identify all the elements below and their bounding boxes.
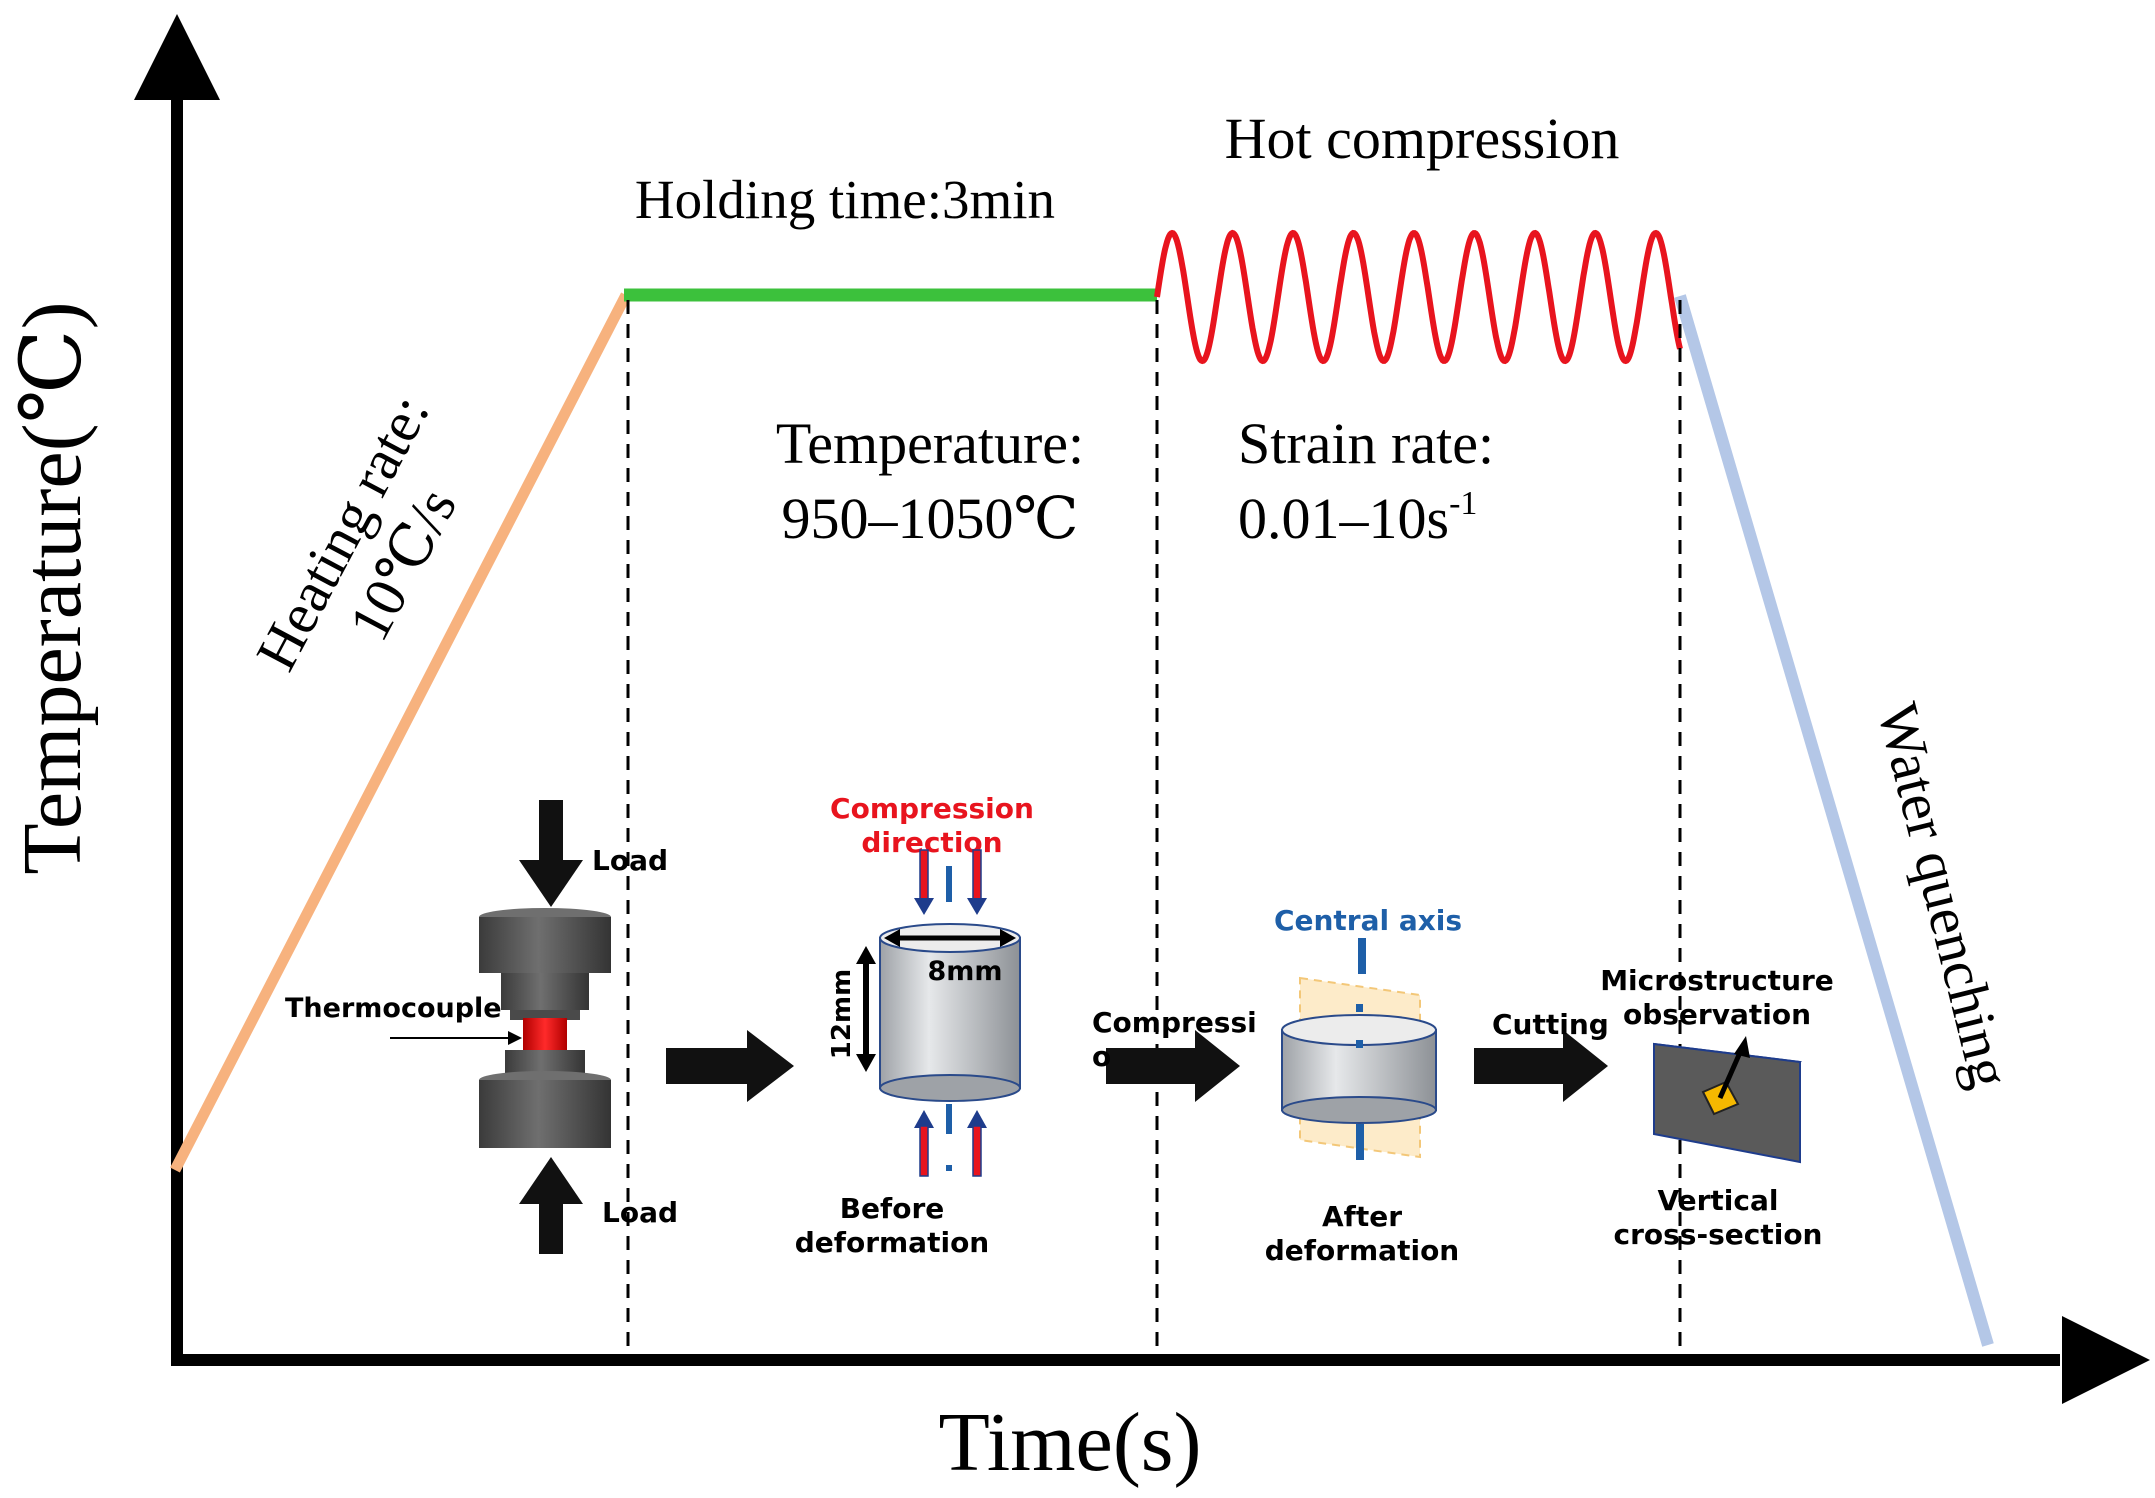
cut-section: Microstructure observation Vertical cros…: [1600, 964, 1834, 1251]
cutting-label: Cutting: [1492, 1008, 1609, 1041]
heated-specimen: [523, 1018, 567, 1054]
before-deformation-label-1: Before: [840, 1192, 945, 1225]
heating-ramp: [170, 292, 631, 1173]
height-label: 12mm: [827, 969, 857, 1059]
strain-rate-value-base: 0.01–10s: [1238, 486, 1449, 551]
vertical-section-label-2: cross-section: [1613, 1218, 1822, 1251]
x-axis-label: Time(s): [939, 1396, 1202, 1489]
bottom-load-arrow: [519, 1157, 583, 1254]
compression-arrows-top: [914, 849, 987, 915]
height-arrow: [856, 946, 876, 1072]
heating-rate-label: Heating rate: 10℃/s: [243, 384, 469, 680]
before-deformation-specimen: Compression direction 8mm 12mm: [795, 792, 1034, 1259]
flow-arrow-2: [1106, 1030, 1240, 1102]
stage-dividers: [626, 300, 1682, 1352]
y-axis-label: Temperature(℃): [6, 301, 99, 874]
central-axis-label: Central axis: [1274, 904, 1462, 937]
upper-die: [479, 908, 611, 1020]
holding-time-label: Holding time:3min: [635, 169, 1055, 230]
temperature-condition-title: Temperature:: [776, 411, 1084, 476]
hot-compression-wave: [1154, 229, 1683, 365]
compression-setup: Load Thermocouple Load: [285, 800, 678, 1254]
x-axis-arrowhead: [2062, 1316, 2150, 1404]
after-deformation-label-1: After: [1322, 1200, 1402, 1233]
y-axis-arrowhead: [134, 14, 220, 100]
strain-rate-value-exponent: -1: [1449, 485, 1477, 522]
temperature-condition-value: 950–1050℃: [782, 486, 1079, 551]
compression-arrow-label-2: o: [1092, 1040, 1111, 1073]
strain-rate-value: 0.01–10s-1: [1238, 485, 1477, 551]
lower-die: [479, 1050, 611, 1148]
after-deformation-label-2: deformation: [1265, 1234, 1459, 1267]
before-deformation-label-2: deformation: [795, 1226, 989, 1259]
flow-arrow-3: [1474, 1030, 1608, 1102]
thermocouple-arrow: [390, 1031, 522, 1045]
load-top-label: Load: [592, 844, 668, 877]
microstructure-label-1: Microstructure: [1600, 964, 1834, 997]
observation-arrow-line: [1717, 1046, 1745, 1100]
load-bottom-label: Load: [602, 1196, 678, 1229]
quenching-line: [1674, 294, 1994, 1347]
microstructure-label-2: observation: [1623, 998, 1811, 1031]
compression-arrows-bottom: [914, 1104, 987, 1177]
axes: [134, 14, 2150, 1404]
after-deformation-specimen: Central axis After deformation: [1265, 904, 1462, 1267]
hot-compression-label: Hot compression: [1225, 106, 1620, 171]
flow-arrows: [666, 1030, 1608, 1102]
thermocouple-label: Thermocouple: [285, 993, 502, 1024]
strain-rate-title: Strain rate:: [1238, 411, 1494, 476]
observation-arrow-head: [1734, 1036, 1750, 1058]
diameter-label: 8mm: [927, 956, 1002, 987]
compression-direction-label-1: Compression: [830, 792, 1034, 825]
compression-arrow-label-1: Compressi: [1092, 1006, 1257, 1039]
vertical-section-label-1: Vertical: [1657, 1184, 1778, 1217]
diameter-arrow: [884, 929, 1016, 947]
water-quenching-label: Water quenching: [1865, 697, 2023, 1094]
flow-arrow-1: [666, 1030, 794, 1102]
top-load-arrow: [519, 800, 583, 907]
